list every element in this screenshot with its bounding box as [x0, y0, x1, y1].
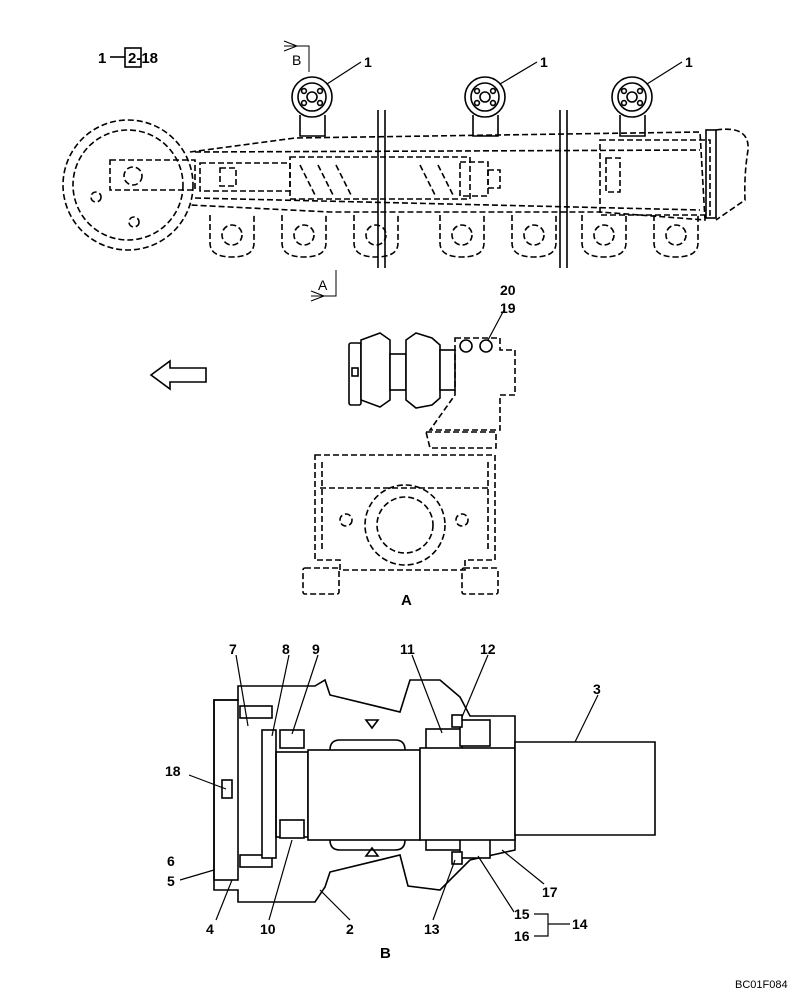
callout-carrier-roller-2: 1 — [540, 54, 548, 70]
callout-4: 4 — [206, 921, 214, 937]
callout-17: 17 — [542, 884, 558, 900]
view-a-caption: A — [401, 592, 412, 609]
callout-13: 13 — [424, 921, 440, 937]
ref-page-box — [124, 47, 142, 68]
callout-18: 18 — [165, 763, 181, 779]
callout-2: 2 — [346, 921, 354, 937]
ref-page-number: 2-18 — [128, 50, 158, 67]
svg-text:B: B — [292, 52, 301, 68]
carrier-roller-2: 1 — [464, 54, 548, 137]
end-cap — [213, 699, 239, 881]
shaft — [307, 749, 421, 841]
callout-8: 8 — [282, 641, 290, 657]
frame-end — [599, 128, 749, 221]
bolt-head-20 — [459, 339, 473, 353]
frame-body — [189, 131, 706, 221]
ref-item-number: 1 — [98, 50, 106, 67]
bearing-right-upper — [425, 728, 463, 750]
bearing-left-lower — [279, 819, 305, 839]
carrier-roller-3: 1 — [611, 54, 693, 137]
view-a-frame — [314, 454, 496, 571]
carrier-roller-1: 1 — [291, 54, 372, 137]
bolt-head-19 — [479, 339, 493, 353]
callout-7: 7 — [229, 641, 237, 657]
support-shaft — [514, 741, 656, 836]
view-b-callouts: 7 8 9 11 12 3 18 6 5 4 10 2 13 17 15 16 … — [165, 641, 601, 944]
view-a: 20 19 A — [149, 282, 516, 609]
idler-wheel — [62, 119, 196, 251]
track-frame-view: 1 2-18 B — [62, 40, 749, 302]
callout-9: 9 — [312, 641, 320, 657]
callout-5: 5 — [167, 873, 175, 889]
callout-14: 14 — [572, 916, 588, 932]
callout-carrier-roller-3: 1 — [685, 54, 693, 70]
callout-3: 3 — [593, 681, 601, 697]
section-mark-b: B — [283, 40, 310, 72]
view-b-leaders — [179, 654, 599, 937]
figure-code: BC01F084 — [735, 979, 788, 991]
track-rollers — [209, 215, 699, 258]
view-b-caption: B — [380, 945, 391, 962]
callout-16: 16 — [514, 928, 530, 944]
callout-carrier-roller-1: 1 — [364, 54, 372, 70]
direction-arrow-icon — [149, 359, 207, 391]
svg-text:A: A — [318, 277, 328, 293]
callout-6: 6 — [167, 853, 175, 869]
recoil-spring — [199, 156, 501, 200]
callout-20: 20 — [500, 282, 516, 298]
section-mark-a: A — [310, 270, 337, 302]
bearing-left-upper — [279, 729, 305, 749]
bolt-upper — [239, 705, 273, 719]
callout-10: 10 — [260, 921, 276, 937]
view-b: 7 8 9 11 12 3 18 6 5 4 10 2 13 17 15 16 … — [165, 641, 656, 962]
view-a-roller — [348, 332, 456, 409]
callout-19: 19 — [500, 300, 516, 316]
callout-12: 12 — [480, 641, 496, 657]
callout-11: 11 — [400, 641, 415, 657]
callout-15: 15 — [514, 906, 530, 922]
seal-upper — [459, 719, 491, 747]
